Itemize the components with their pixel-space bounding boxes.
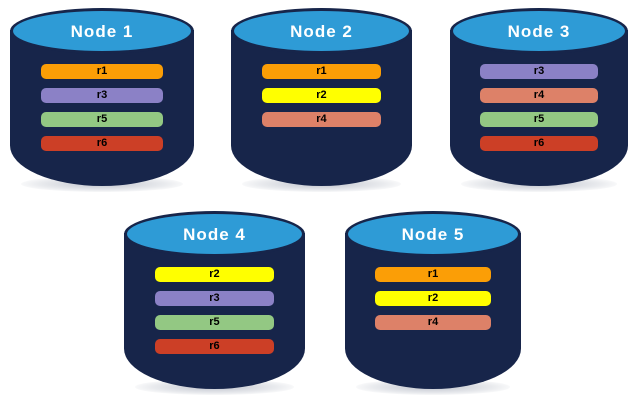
cylinder-top-ellipse: Node 2 xyxy=(231,8,412,54)
replica-label: r5 xyxy=(96,113,108,125)
replica-bar-r3[interactable]: r3 xyxy=(41,88,163,103)
cylinder-body xyxy=(450,30,628,186)
replica-label: r3 xyxy=(96,89,108,101)
replica-label: r4 xyxy=(533,89,545,101)
replica-label: r6 xyxy=(533,137,545,149)
cylinder-top-ellipse: Node 4 xyxy=(124,211,305,257)
database-cylinder-node-5[interactable]: Node 5 r1 r2 r4 xyxy=(345,211,521,395)
replica-label: r2 xyxy=(427,292,439,304)
replica-list: r3 r4 r5 r6 xyxy=(450,64,628,151)
replica-bar-r2[interactable]: r2 xyxy=(261,88,382,103)
node-title: Node 2 xyxy=(290,21,353,41)
replica-label: r2 xyxy=(209,268,220,280)
replica-bar-r6[interactable]: r6 xyxy=(480,136,598,151)
replica-list: r1 r2 r4 xyxy=(345,267,521,330)
node-title: Node 5 xyxy=(401,224,465,244)
replica-label: r5 xyxy=(533,113,545,125)
replica-bar-r5[interactable]: r5 xyxy=(480,112,598,127)
replica-bar-r1[interactable]: r1 xyxy=(41,64,163,79)
replica-bar-r6[interactable]: r6 xyxy=(154,339,275,354)
replica-bar-r5[interactable]: r5 xyxy=(41,112,163,127)
replica-list: r1 r2 r4 xyxy=(231,64,412,127)
replica-label: r5 xyxy=(209,316,220,328)
replica-label: r1 xyxy=(427,268,439,280)
replica-label: r1 xyxy=(96,65,108,77)
replica-bar-r3[interactable]: r3 xyxy=(154,291,275,306)
database-cylinder-node-3[interactable]: Node 3 r3 r4 r5 r6 xyxy=(450,8,628,192)
replica-bar-r1[interactable]: r1 xyxy=(261,64,382,79)
cylinder-body xyxy=(124,233,305,389)
node-title: Node 4 xyxy=(183,224,246,244)
replica-label: r1 xyxy=(316,65,327,77)
replica-bar-r2[interactable]: r2 xyxy=(374,291,492,306)
replica-label: r4 xyxy=(427,316,439,328)
replica-list: r2 r3 r5 r6 xyxy=(124,267,305,354)
replica-label: r6 xyxy=(209,340,220,352)
replica-bar-r5[interactable]: r5 xyxy=(154,315,275,330)
replica-bar-r2[interactable]: r2 xyxy=(154,267,275,282)
cylinder-top-ellipse: Node 1 xyxy=(10,8,194,54)
cylinder-body xyxy=(345,233,521,389)
replica-bar-r4[interactable]: r4 xyxy=(261,112,382,127)
cylinder-body xyxy=(231,30,412,186)
cylinder-top-ellipse: Node 5 xyxy=(345,211,521,257)
replica-bar-r4[interactable]: r4 xyxy=(480,88,598,103)
cylinder-body xyxy=(10,30,194,186)
replica-label: r6 xyxy=(96,137,108,149)
database-cylinder-node-1[interactable]: Node 1 r1 r3 r5 r6 xyxy=(10,8,194,192)
replica-bar-r1[interactable]: r1 xyxy=(374,267,492,282)
replica-bar-r3[interactable]: r3 xyxy=(480,64,598,79)
node-title: Node 3 xyxy=(507,21,571,41)
database-cylinder-node-4[interactable]: Node 4 r2 r3 r5 r6 xyxy=(124,211,305,395)
replica-bar-r6[interactable]: r6 xyxy=(41,136,163,151)
node-title: Node 1 xyxy=(70,21,134,41)
replica-bar-r4[interactable]: r4 xyxy=(374,315,492,330)
database-cylinder-node-2[interactable]: Node 2 r1 r2 r4 xyxy=(231,8,412,192)
replica-label: r4 xyxy=(316,113,327,125)
replica-label: r2 xyxy=(316,89,327,101)
replica-label: r3 xyxy=(533,65,545,77)
replica-label: r3 xyxy=(209,292,220,304)
cylinder-top-ellipse: Node 3 xyxy=(450,8,628,54)
replica-list: r1 r3 r5 r6 xyxy=(10,64,194,151)
